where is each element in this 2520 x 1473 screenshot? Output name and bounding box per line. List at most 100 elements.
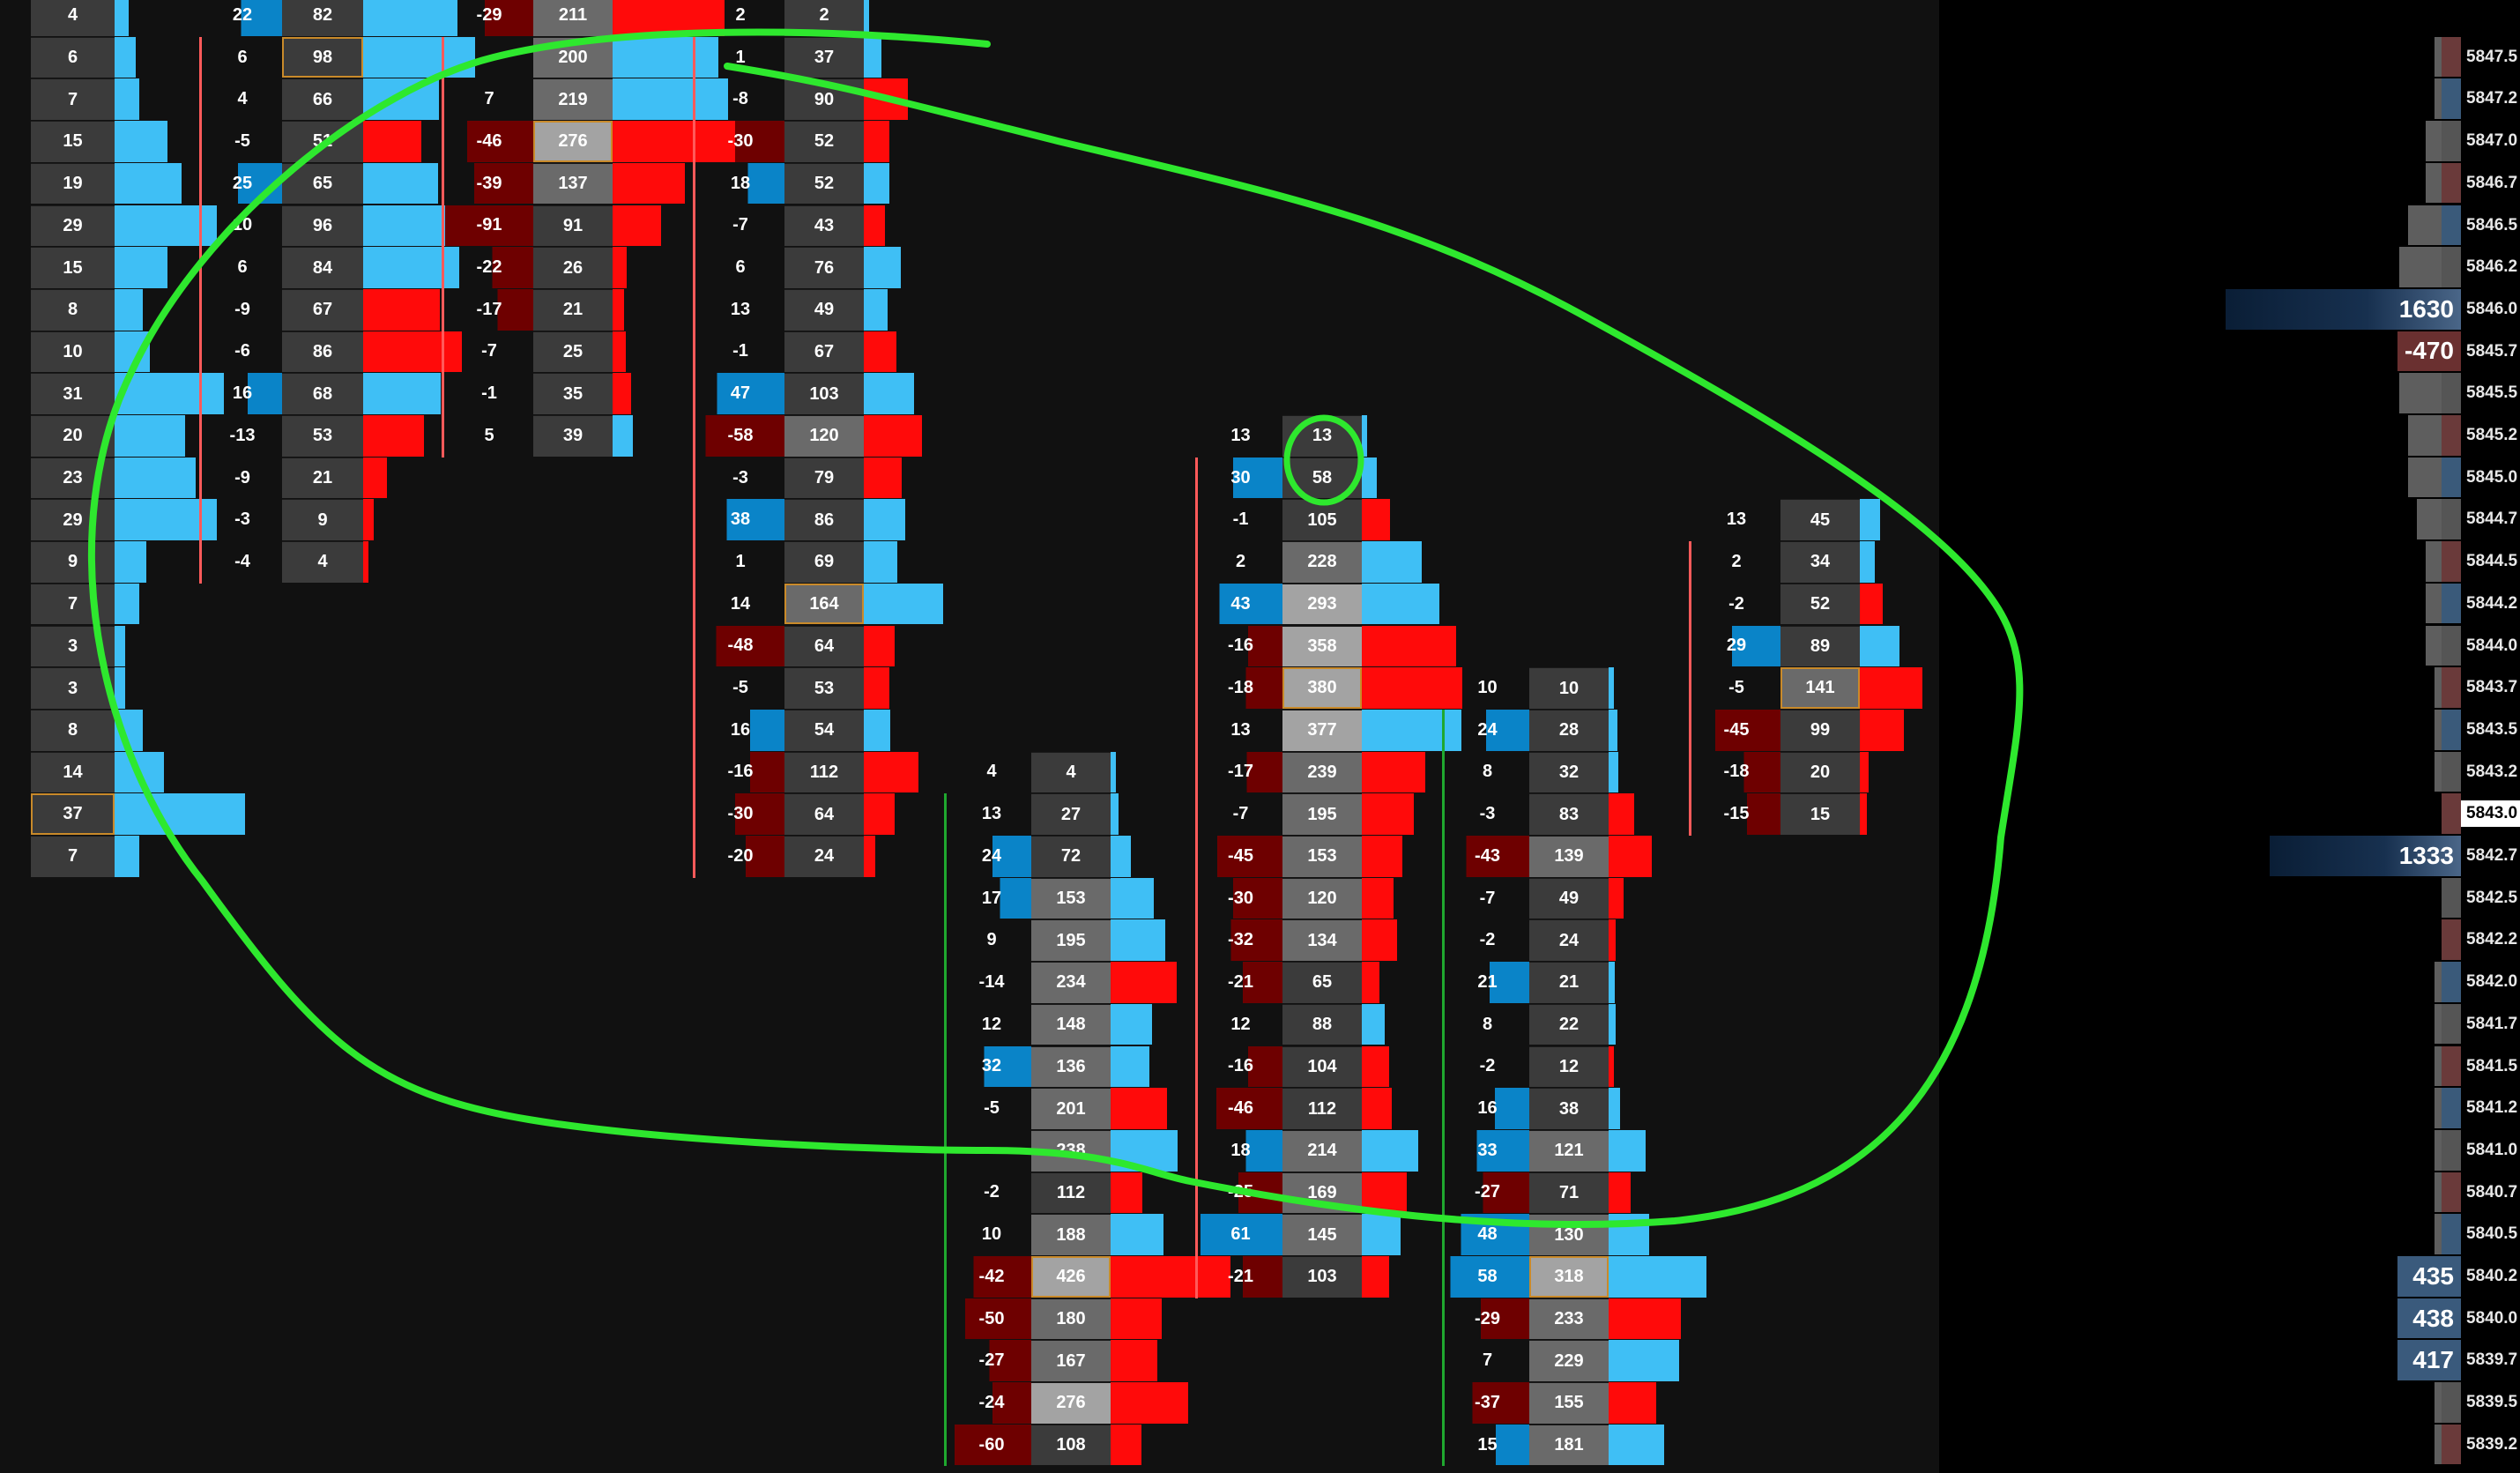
volume-profile-bar bbox=[1609, 919, 1617, 962]
price-label: 5844.7 bbox=[2466, 510, 2518, 529]
volume-profile-bar bbox=[1362, 1088, 1392, 1129]
price-label: 5845.7 bbox=[2466, 341, 2518, 361]
volume-profile-bar bbox=[613, 247, 627, 288]
volume-profile-bar bbox=[864, 751, 918, 793]
volume-profile-bar bbox=[363, 0, 457, 36]
volume-cell: 72 bbox=[1031, 836, 1111, 877]
volume-cell: 148 bbox=[1031, 1003, 1111, 1045]
dom-side-strip bbox=[2442, 1003, 2461, 1045]
delta-cell: 18 bbox=[1199, 1129, 1282, 1172]
volume-cell: 96 bbox=[282, 205, 363, 247]
dom-side-strip bbox=[2442, 751, 2461, 792]
delta-cell: 12 bbox=[1230, 1014, 1251, 1034]
volume-cell: 121 bbox=[1529, 1129, 1609, 1172]
volume-profile-bar bbox=[1609, 1214, 1649, 1255]
volume-profile-bar bbox=[864, 288, 888, 331]
dom-side-strip bbox=[2442, 541, 2461, 582]
delta-cell: -2 bbox=[1728, 593, 1744, 614]
delta-cell: 5 bbox=[484, 425, 494, 445]
volume-cell: 82 bbox=[282, 0, 363, 36]
volume-cell: 90 bbox=[784, 78, 864, 121]
volume-cell: 12 bbox=[1529, 1045, 1609, 1088]
volume-cell: 52 bbox=[784, 121, 864, 162]
delta-cell: -7 bbox=[1232, 804, 1249, 824]
delta-cell: -2 bbox=[1479, 1056, 1496, 1076]
volume-profile-bar bbox=[864, 78, 908, 121]
volume-cell: 3 bbox=[31, 625, 115, 667]
volume-cell: 24 bbox=[1529, 919, 1609, 962]
delta-cell: -48 bbox=[696, 625, 784, 667]
delta-cell: -30 bbox=[696, 793, 784, 835]
volume-cell: 134 bbox=[1282, 919, 1362, 962]
dom-size-label: 1630 bbox=[2226, 288, 2461, 330]
price-label: 5845.0 bbox=[2466, 467, 2518, 487]
delta-cell bbox=[0, 289, 13, 331]
volume-cell: 167 bbox=[1031, 1340, 1111, 1382]
delta-cell: -30 bbox=[1199, 877, 1282, 919]
volume-profile-bar bbox=[115, 541, 146, 583]
delta-cell: -16 bbox=[1199, 625, 1282, 667]
delta-cell: 13 bbox=[1230, 425, 1251, 445]
dom-side-strip bbox=[2442, 36, 2461, 78]
volume-cell: 112 bbox=[1031, 1172, 1111, 1214]
delta-cell: -9 bbox=[234, 467, 250, 487]
volume-cell: 37 bbox=[31, 793, 115, 835]
volume-profile-bar bbox=[115, 331, 150, 373]
volume-profile-bar bbox=[1609, 877, 1624, 919]
volume-cell: 13 bbox=[1282, 415, 1362, 457]
dom-side-strip bbox=[2442, 415, 2461, 456]
price-label: 5839.2 bbox=[2466, 1434, 2518, 1454]
delta-cell: -45 bbox=[1199, 836, 1282, 877]
volume-profile-bar bbox=[1362, 751, 1425, 793]
price-label: 5840.2 bbox=[2466, 1267, 2518, 1285]
volume-cell: 377 bbox=[1282, 709, 1362, 751]
volume-cell: 28 bbox=[1529, 709, 1609, 751]
volume-cell: 130 bbox=[1529, 1214, 1609, 1255]
dom-side-strip bbox=[2442, 1424, 2461, 1465]
dom-side-strip bbox=[2442, 1172, 2461, 1213]
volume-profile-bar bbox=[115, 457, 196, 499]
volume-cell: 180 bbox=[1031, 1298, 1111, 1340]
delta-cell: 1 bbox=[735, 551, 746, 571]
price-label: 5843.2 bbox=[2466, 762, 2518, 781]
delta-cell: 2 bbox=[735, 4, 746, 25]
dom-side-strip bbox=[2442, 1045, 2461, 1087]
delta-cell: 18 bbox=[696, 162, 784, 205]
volume-cell: 103 bbox=[784, 373, 864, 414]
volume-profile-bar bbox=[1111, 1045, 1149, 1088]
delta-cell: 1 bbox=[735, 47, 746, 67]
price-label: 5841.5 bbox=[2466, 1056, 2518, 1075]
volume-profile-bar bbox=[1609, 1298, 1681, 1340]
volume-cell: 51 bbox=[282, 121, 363, 162]
delta-cell: -30 bbox=[696, 121, 784, 162]
volume-profile-bar bbox=[864, 625, 896, 667]
volume-profile-bar bbox=[1111, 1129, 1178, 1172]
price-label: 5843.7 bbox=[2466, 678, 2518, 697]
volume-cell: 3 bbox=[31, 667, 115, 709]
volume-profile-bar bbox=[1362, 415, 1367, 457]
delta-cell: -1 bbox=[1232, 510, 1249, 530]
delta-cell: -8 bbox=[732, 89, 748, 109]
volume-cell: 52 bbox=[784, 162, 864, 205]
dom-side-strip bbox=[2442, 1129, 2461, 1171]
volume-cell: 26 bbox=[533, 247, 613, 288]
delta-cell: 48 bbox=[1446, 1214, 1529, 1255]
dom-side-strip bbox=[2442, 877, 2461, 919]
dom-side-strip bbox=[2442, 499, 2461, 540]
volume-profile-bar bbox=[613, 288, 624, 331]
volume-profile-bar bbox=[1111, 751, 1116, 793]
delta-cell: -25 bbox=[1199, 1172, 1282, 1214]
volume-profile-bar bbox=[864, 121, 889, 162]
volume-cell: 64 bbox=[784, 625, 864, 667]
volume-profile-bar bbox=[1860, 793, 1867, 835]
volume-cell: 79 bbox=[784, 457, 864, 499]
volume-profile-bar bbox=[1362, 919, 1398, 962]
volume-cell: 200 bbox=[533, 36, 613, 78]
volume-cell: 65 bbox=[282, 162, 363, 205]
delta-cell: 30 bbox=[1199, 457, 1282, 499]
delta-cell: -2 bbox=[984, 1182, 1000, 1202]
delta-cell: 4 bbox=[986, 762, 997, 782]
volume-cell: 239 bbox=[1282, 751, 1362, 793]
price-label: 5840.0 bbox=[2466, 1308, 2518, 1328]
